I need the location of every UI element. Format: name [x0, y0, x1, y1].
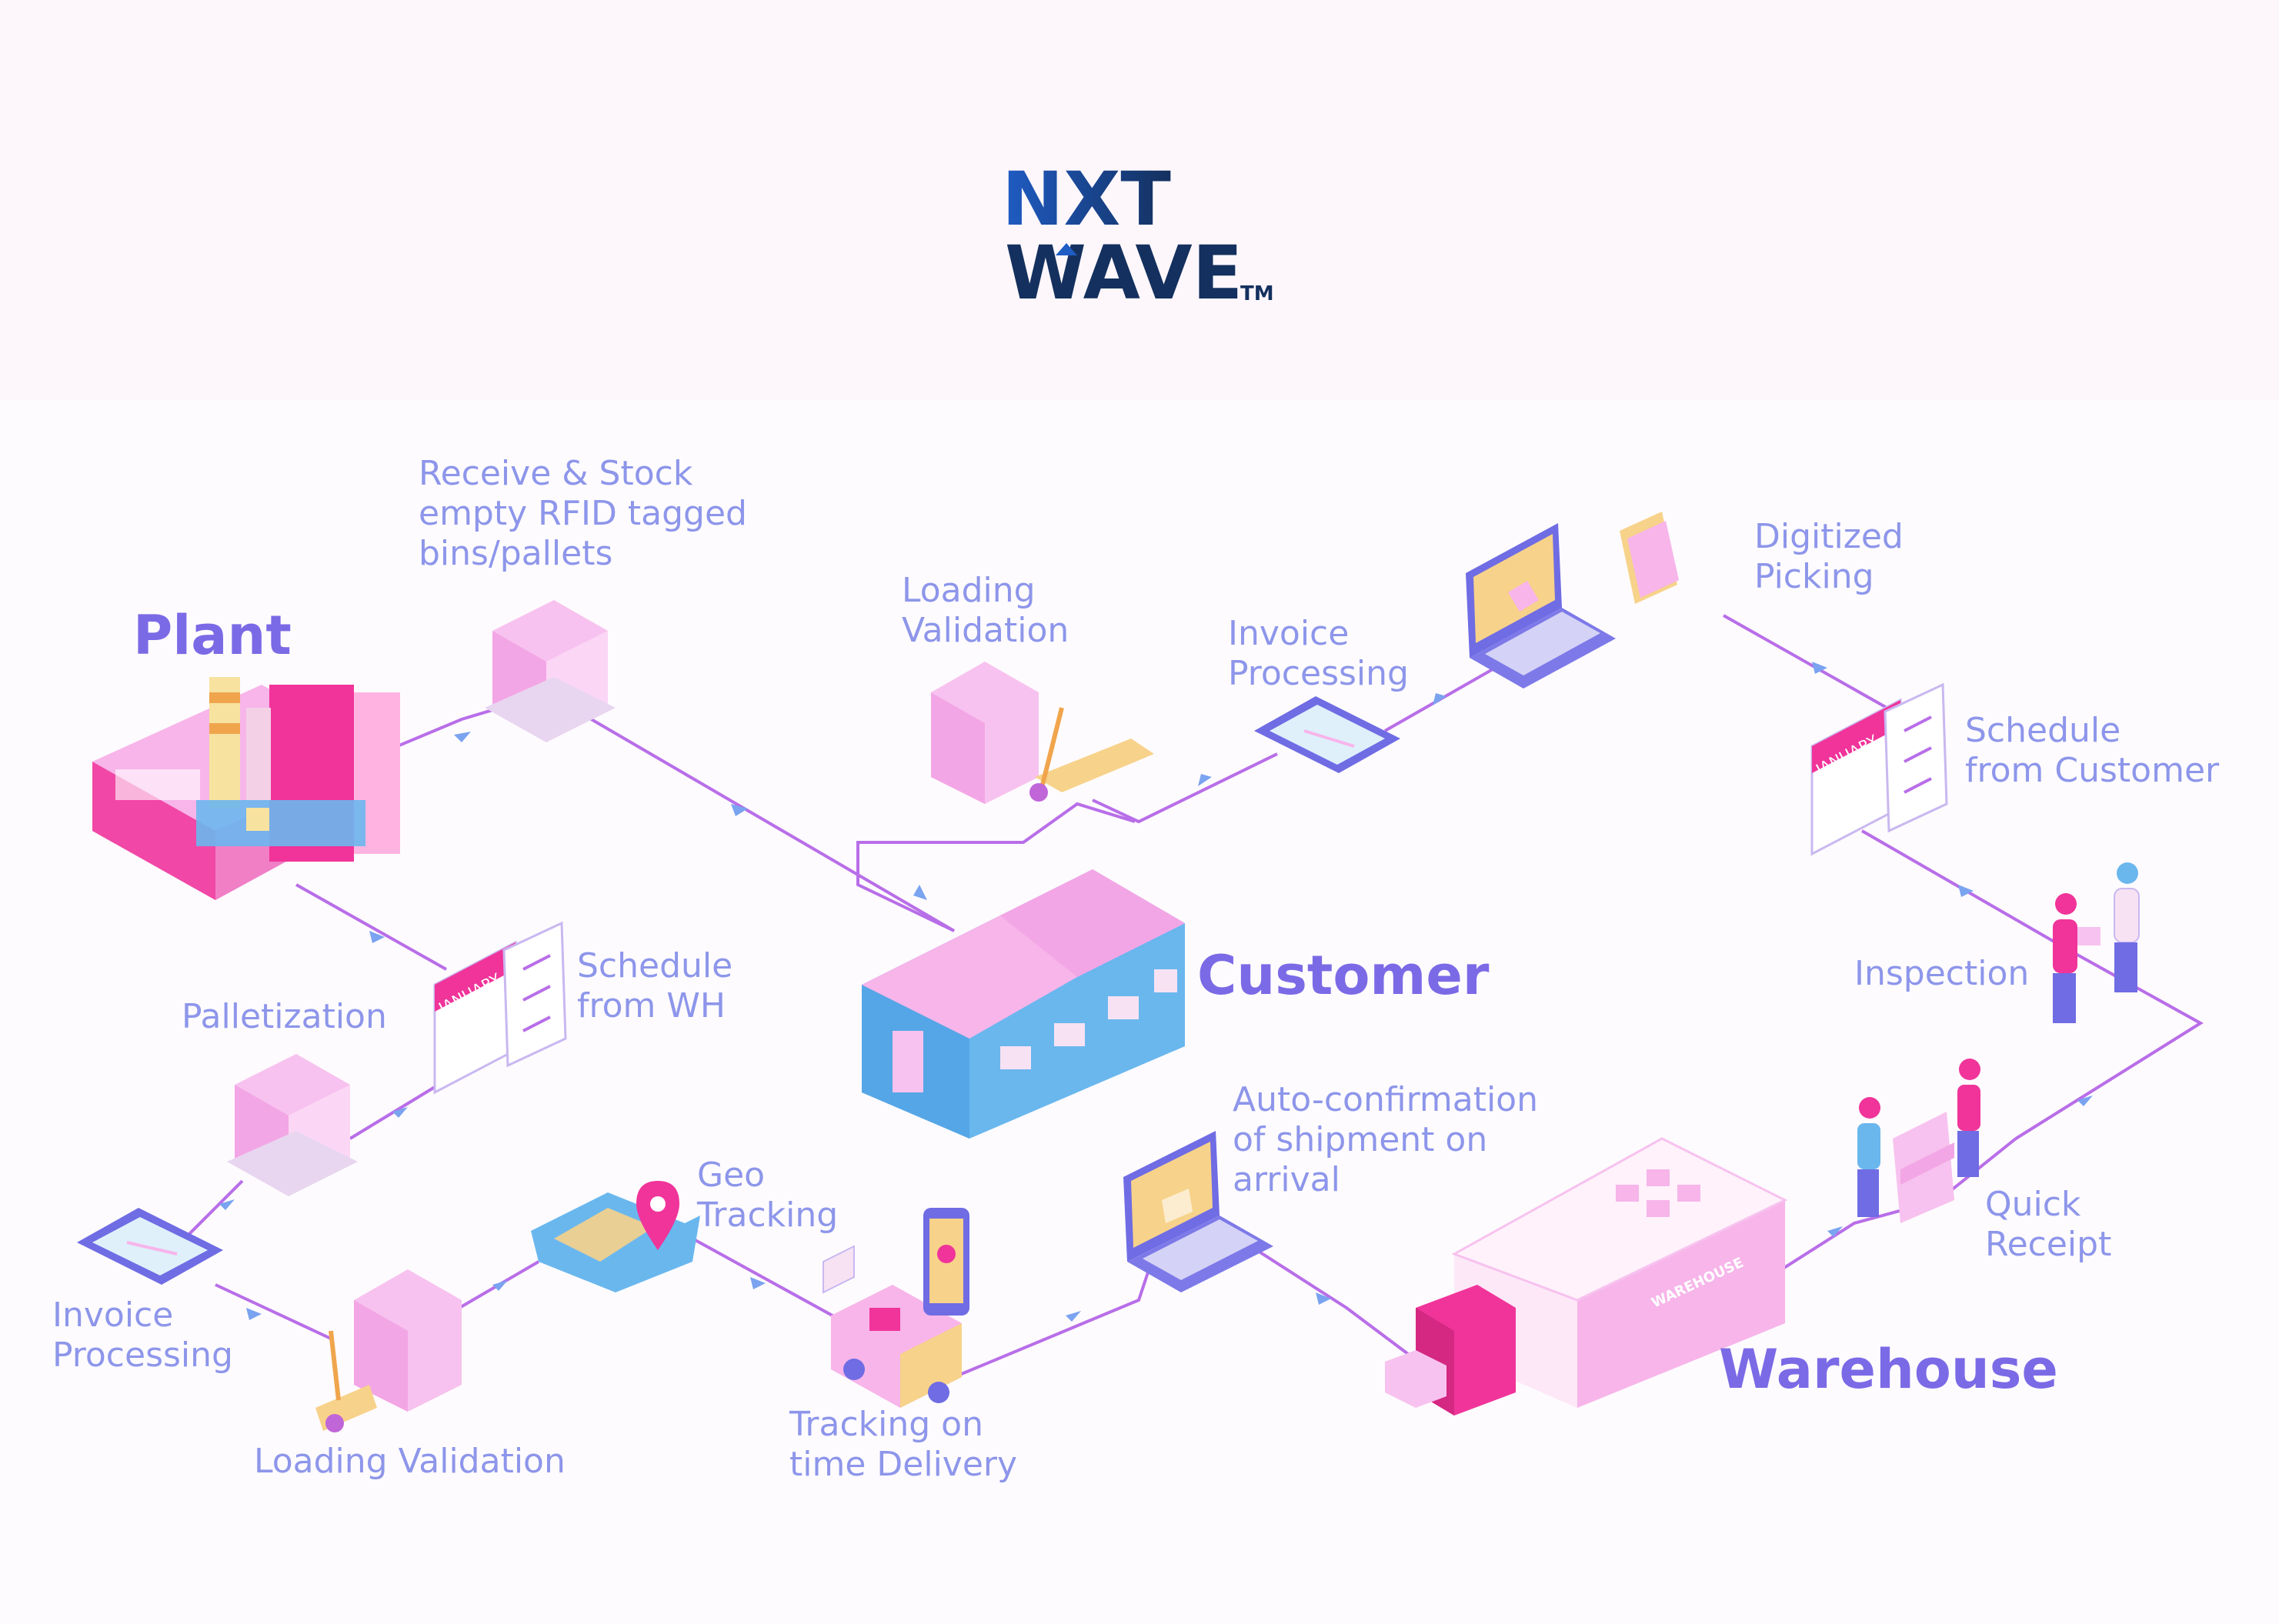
node-label-warehouse: Warehouse: [1719, 1338, 2058, 1401]
step-geo-tracking: Geo Tracking: [696, 1155, 838, 1235]
warehouse-building: WAREHOUSE: [1385, 1137, 1788, 1416]
line-picking-to-schedule: [1723, 614, 1901, 717]
step-tracking-delivery: Tracking on time Delivery: [789, 1405, 1017, 1484]
loading-pallet-jack-bottom-icon: [315, 1269, 462, 1432]
tracking-message-icon: [823, 1245, 855, 1294]
calendar-schedule-customer-icon: JANUARY: [1810, 682, 1948, 856]
arrow-icon: [2077, 1095, 2093, 1106]
line-customer-to-loading: [856, 802, 1136, 932]
line-invoice-to-loading: [215, 1283, 332, 1340]
invoice-tablet-bottom-icon: [77, 1208, 223, 1285]
step-quick-receipt: Quick Receipt: [1985, 1185, 2111, 1264]
line-receive-to-customer: [583, 714, 956, 932]
plant-illustration: [92, 677, 400, 900]
calendar-schedule-wh-icon: JANUARY: [433, 921, 567, 1095]
step-invoice-processing-bottom: Invoice Processing: [52, 1296, 233, 1375]
arrow-icon: [1827, 1226, 1843, 1237]
pallet-boxes-receive-icon: [485, 600, 616, 742]
arrow-icon: [1812, 662, 1827, 674]
line-truck-to-laptop: [953, 1253, 1156, 1379]
arrow-icon: [913, 885, 927, 900]
logo-line1: NXT: [1002, 156, 1171, 242]
location-pin-icon: [636, 1181, 679, 1250]
arrow-icon: [392, 1107, 408, 1118]
step-auto-confirmation: Auto-confirmation of shipment on arrival: [1233, 1080, 1549, 1199]
step-schedule-from-customer: Schedule from Customer: [1965, 711, 2220, 790]
arrow-icon: [219, 1199, 235, 1210]
step-loading-validation-bottom: Loading Validation: [254, 1442, 566, 1481]
invoice-tablet-top-icon: [1254, 696, 1400, 773]
customer-building: [862, 869, 1185, 1139]
step-loading-validation-top: Loading Validation: [902, 571, 1069, 650]
logo-trademark: TM: [1240, 282, 1274, 305]
step-palletization: Palletization: [182, 997, 387, 1036]
folder-icon: [1620, 512, 1679, 604]
arrow-icon: [1066, 1311, 1081, 1322]
arrow-icon: [1958, 885, 1974, 897]
line-plant-to-schedule: [295, 883, 447, 971]
laptop-picking-icon: [1466, 523, 1616, 689]
node-label-customer: Customer: [1197, 944, 1490, 1007]
arrow-icon: [492, 1280, 508, 1291]
arrow-icon: [454, 732, 471, 742]
arrow-icon: [731, 804, 748, 816]
step-inspection: Inspection: [1854, 954, 2029, 993]
nxtwave-logo: NXT WAVE TM: [1002, 156, 1274, 316]
line-laptop-to-warehouse: [1237, 1237, 1410, 1356]
flow-arrows: [219, 662, 2093, 1322]
palletization-boxes-icon: [227, 1054, 358, 1196]
line-loading-to-invoice: [1092, 752, 1278, 824]
arrow-icon: [369, 931, 385, 943]
node-label-plant: Plant: [133, 604, 292, 667]
step-schedule-from-wh: Schedule from WH: [577, 946, 743, 1025]
step-receive-stock: Receive & Stock empty RFID tagged bins/p…: [419, 454, 758, 573]
line-map-to-truck: [692, 1237, 847, 1325]
arrow-icon: [246, 1308, 262, 1320]
loading-pallet-jack-top-icon: [931, 662, 1154, 804]
logo-arrow-icon: [1056, 243, 1077, 255]
arrow-icon: [1198, 774, 1212, 786]
inspection-workers-icon: [2053, 862, 2140, 1023]
delivery-truck-icon: [831, 1285, 962, 1408]
header-band: [0, 0, 2279, 400]
quick-receipt-workers-icon: [1857, 1059, 1980, 1223]
arrow-icon: [1433, 693, 1446, 705]
arrow-icon: [1316, 1292, 1331, 1305]
step-invoice-processing-top: Invoice Processing: [1228, 614, 1409, 693]
arrow-icon: [750, 1277, 766, 1289]
laptop-auto-confirmation-icon: [1123, 1131, 1273, 1292]
geo-tracking-map-icon: [531, 1181, 700, 1292]
mobile-phone-location-icon: [923, 1208, 969, 1316]
step-digitized-picking: Digitized Picking: [1754, 517, 1914, 596]
logo-line2: WAVE: [1005, 230, 1243, 316]
